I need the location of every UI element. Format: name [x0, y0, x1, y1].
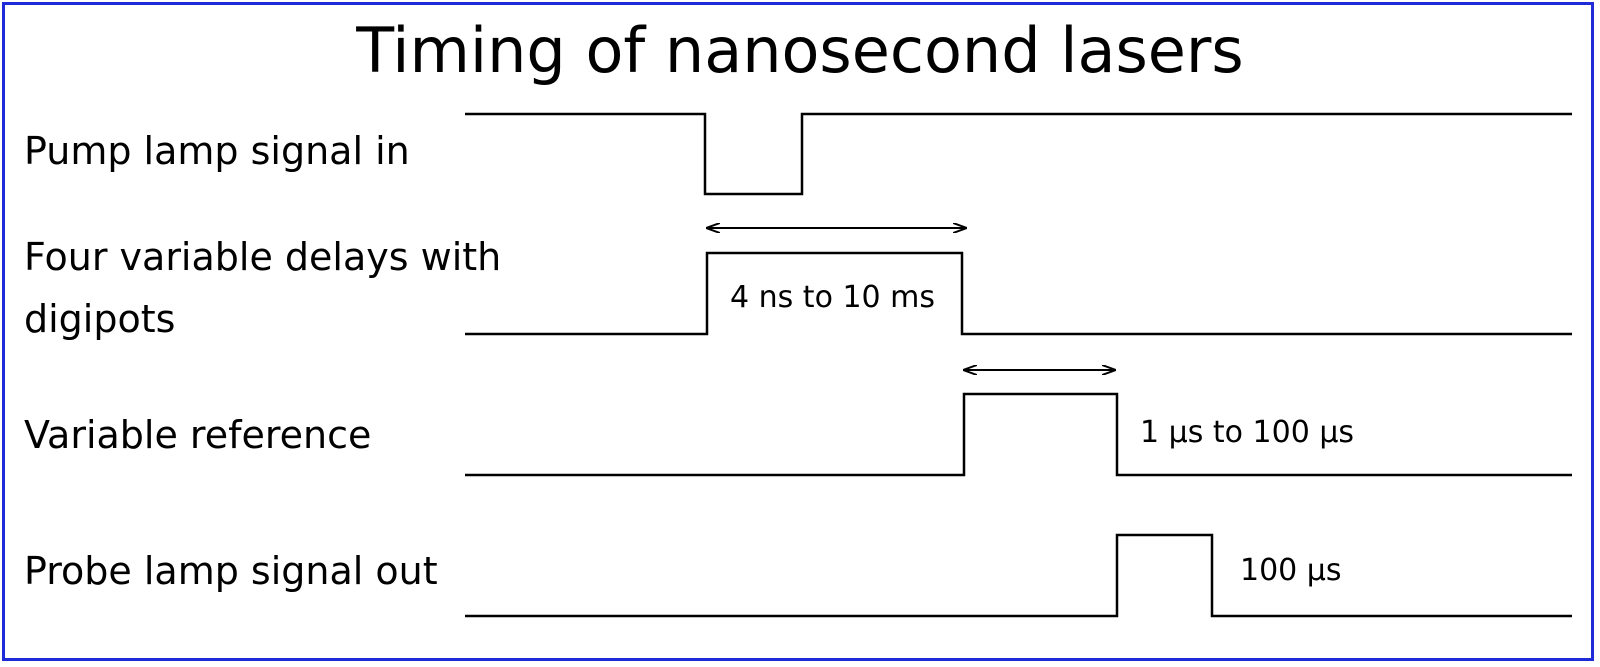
waveform-variable-delays — [465, 251, 1572, 336]
annotation-reference-range: 1 µs to 100 µs — [1140, 415, 1355, 450]
annotation-delay-range: 4 ns to 10 ms — [730, 280, 936, 315]
waveform-probe-lamp-out — [465, 533, 1572, 618]
signal-label-pump-lamp-in: Pump lamp signal in — [24, 129, 410, 173]
signal-label-variable-reference: Variable reference — [24, 413, 372, 457]
signal-label-variable-delays-line1: Four variable delays with — [24, 235, 502, 279]
signal-label-variable-delays: Four variable delays with digipots — [24, 226, 501, 350]
annotation-probe-width: 100 µs — [1240, 553, 1342, 588]
signal-label-probe-lamp-out: Probe lamp signal out — [24, 549, 438, 593]
diagram-title: Timing of nanosecond lasers — [356, 14, 1244, 87]
signal-label-variable-delays-line2: digipots — [24, 297, 176, 341]
waveform-pump-lamp-in — [465, 112, 1572, 196]
waveform-variable-reference — [465, 392, 1572, 477]
